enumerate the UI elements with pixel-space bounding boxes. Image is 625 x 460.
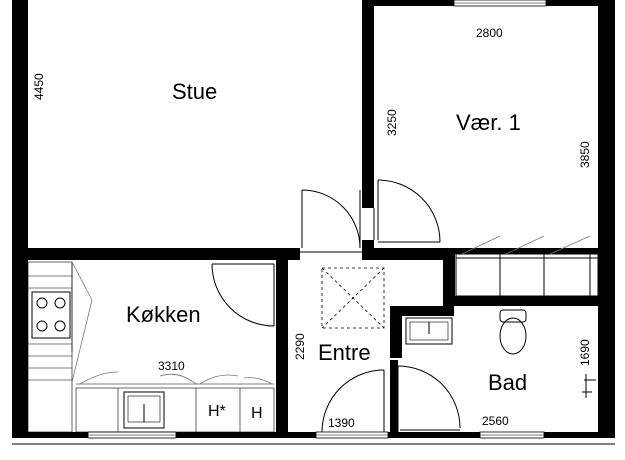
toilet (499, 309, 527, 355)
wall-top-vaer1-right (546, 0, 598, 6)
dimension-vaer1-right: 3850 (578, 141, 592, 168)
wall-entre-bad-lower (390, 360, 398, 438)
kitchen-sink (123, 391, 165, 429)
dimension-entre-width: 1390 (328, 416, 355, 430)
wall-bottom-3 (388, 432, 480, 438)
attic-hatch (321, 267, 385, 329)
room-label-entre: Entre (318, 340, 371, 365)
dimension-kokken-width: 3310 (158, 359, 185, 373)
stove (31, 291, 71, 339)
appliance-markers: H* H (208, 403, 263, 422)
wall-bad-top (443, 296, 598, 306)
dimension-bad-height: 1690 (578, 339, 592, 366)
dimension-labels: 4450 2800 3250 3850 3310 2290 1390 2560 … (32, 26, 592, 430)
wall-kokken-entre (276, 260, 288, 438)
wall-left (12, 0, 28, 438)
kitchen-fittings (27, 261, 275, 433)
dimension-vaer1-width: 2800 (476, 26, 503, 40)
door-bad (397, 365, 461, 432)
dimension-bad-width: 2560 (482, 414, 509, 428)
room-label-stue: Stue (172, 79, 217, 104)
dimension-entre-height: 2290 (293, 333, 307, 360)
doors (211, 179, 461, 433)
wall-bad-corner (443, 254, 455, 306)
bathroom-fittings (405, 309, 596, 398)
wall-stue-bottom-left (12, 248, 300, 260)
wall-right (598, 0, 615, 438)
door-kokken (211, 263, 281, 330)
appliance-h-star: H* (208, 403, 226, 420)
walls (12, 0, 615, 438)
room-label-bad: Bad (488, 370, 527, 395)
wall-bottom-1 (12, 432, 88, 438)
wall-entre-bad (390, 306, 402, 358)
wardrobe (455, 235, 599, 297)
wall-vaer1-bottom (443, 248, 598, 254)
wall-bottom-2 (176, 432, 316, 438)
wall-stue-bottom-right (362, 248, 454, 260)
room-label-vaer1: Vær. 1 (456, 110, 521, 135)
wall-stue-vaer1 (362, 0, 374, 208)
washbasin (405, 317, 453, 345)
wall-top-vaer1-left (374, 0, 454, 6)
room-label-kokken: Køkken (126, 302, 201, 327)
wall-bad-top-left (390, 306, 454, 316)
wall-bottom-4 (544, 432, 615, 438)
door-stue-entre (300, 189, 362, 253)
shower-tap (582, 374, 596, 398)
appliance-h: H (251, 405, 263, 422)
door-vaer1 (373, 179, 441, 243)
door-entrance (321, 369, 385, 433)
dimension-vaer1-left: 3250 (385, 109, 399, 136)
room-labels: Stue Vær. 1 Køkken Entre Bad (126, 79, 527, 395)
dimension-stue-height: 4450 (32, 73, 46, 100)
